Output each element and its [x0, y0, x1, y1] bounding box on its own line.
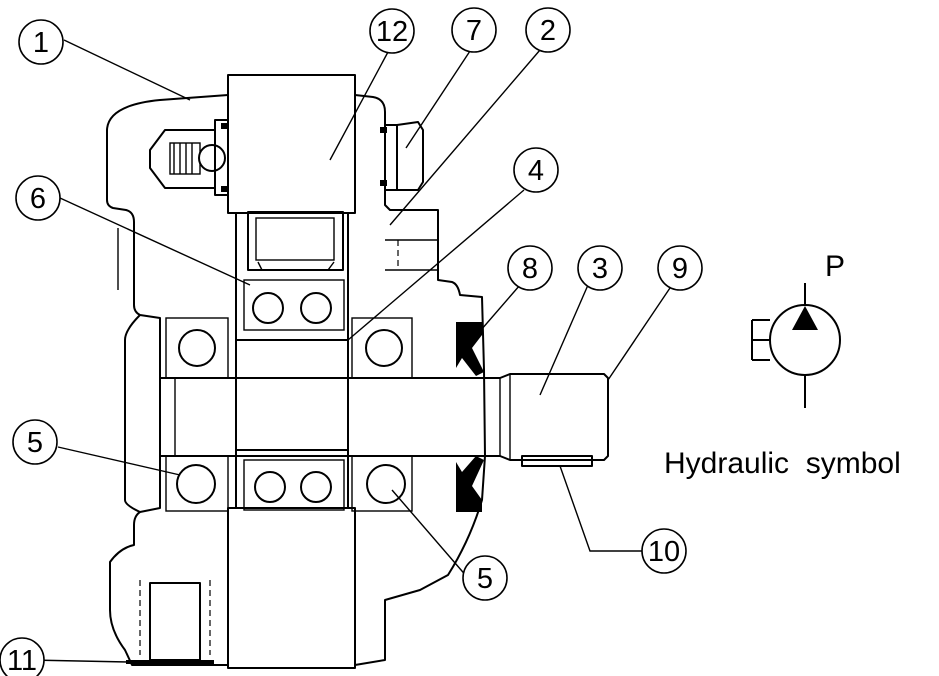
port-part-2	[385, 239, 438, 271]
end-cover-upper	[227, 74, 356, 214]
svg-text:4: 4	[528, 155, 544, 187]
callout-7: 7	[451, 7, 497, 53]
callout-8: 8	[507, 245, 553, 291]
svg-text:2: 2	[540, 15, 556, 47]
shaft-seal-part-8	[456, 322, 484, 512]
ball	[300, 471, 332, 503]
svg-text:1: 1	[33, 27, 49, 59]
drive-shaft-symbol	[751, 319, 770, 361]
flow-direction-arrow	[792, 306, 818, 330]
callout-11: 11	[0, 637, 45, 676]
callout-2: 2	[525, 7, 571, 53]
svg-text:8: 8	[522, 253, 538, 285]
callout-6: 6	[15, 175, 61, 221]
relief-valve	[149, 119, 229, 196]
callout-4: 4	[513, 147, 559, 193]
callout-3: 3	[577, 245, 623, 291]
ball	[252, 292, 284, 324]
ball	[176, 464, 216, 504]
callout-5-left: 5	[12, 419, 58, 465]
ball	[178, 329, 216, 367]
callout-10: 10	[641, 528, 687, 574]
svg-text:12: 12	[376, 16, 408, 48]
end-cover-lower	[227, 507, 356, 669]
svg-text:10: 10	[648, 536, 680, 568]
callout-5-right: 5	[462, 555, 508, 601]
svg-text:5: 5	[477, 563, 493, 595]
symbol-caption: Hydraulic symbol	[664, 447, 901, 480]
svg-text:6: 6	[30, 183, 46, 215]
hydraulic-pump-symbol: P Hydraulic symbol	[664, 250, 901, 480]
ball	[300, 292, 332, 324]
svg-text:11: 11	[7, 645, 37, 676]
svg-text:9: 9	[672, 253, 688, 285]
plug-part-7	[380, 121, 424, 191]
leader-lines	[29, 39, 673, 663]
drain-plug-part-11	[126, 580, 214, 664]
svg-text:7: 7	[466, 15, 482, 47]
svg-text:3: 3	[592, 253, 608, 285]
ball	[366, 464, 406, 504]
callout-12: 12	[369, 8, 415, 54]
ball	[365, 329, 403, 367]
callout-9: 9	[657, 245, 703, 291]
port-label: P	[825, 250, 845, 283]
needle-bearing	[247, 211, 344, 271]
svg-text:5: 5	[27, 427, 43, 459]
callout-1: 1	[18, 19, 64, 65]
ball	[254, 471, 286, 503]
ball-bearings	[165, 279, 413, 512]
key-part-10	[521, 455, 593, 467]
pump-housing	[106, 74, 486, 669]
